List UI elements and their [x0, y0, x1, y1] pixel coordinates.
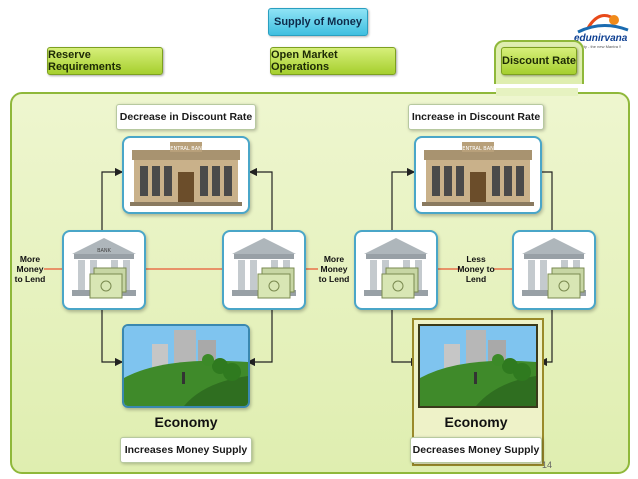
central-bank-sign: CENTRAL BANK — [167, 146, 206, 152]
central-bank-icon: CENTRAL BANK — [422, 142, 534, 206]
tab-open-market-operations[interactable]: Open Market Operations — [270, 47, 396, 75]
left-side-label-a: More Money to Lend — [14, 254, 46, 284]
central-bank-tile-right: CENTRAL BANK — [414, 136, 542, 214]
central-bank-tile-left: CENTRAL BANK — [122, 136, 250, 214]
bank-icon — [232, 238, 296, 299]
central-bank-sign: CENTRAL BANK — [459, 146, 498, 152]
page-title: Supply of Money — [268, 8, 368, 36]
tab-discount-rate[interactable]: Discount Rate — [501, 47, 577, 75]
logo-icon — [577, 14, 629, 34]
logo-name: edunirvana — [574, 33, 628, 44]
arrow-left-up — [101, 167, 124, 230]
logo: edunirvana Simplicity - the new Mantra !… — [570, 6, 634, 50]
right-title: Increase in Discount Rate — [408, 104, 544, 130]
logo-tagline: Simplicity - the new Mantra !! — [570, 44, 622, 49]
left-economy-label: Economy — [154, 414, 218, 430]
economy-scene-icon — [124, 326, 248, 406]
bank-tile-right-1 — [354, 230, 438, 310]
tab-panel-join — [496, 88, 578, 96]
arrow-right-diagram-right-down — [538, 306, 553, 367]
bank-icon: BANK — [72, 238, 136, 299]
bank-tile-left-1: BANK — [62, 230, 146, 310]
bank-sign: BANK — [97, 248, 112, 254]
arrow-right-up — [248, 167, 273, 230]
right-economy-label: Economy — [444, 414, 508, 430]
economy-image-left — [122, 324, 250, 408]
right-side-label: Less Money to Lend — [457, 254, 495, 284]
economy-scene-icon — [420, 326, 536, 406]
left-title: Decrease in Discount Rate — [116, 104, 256, 130]
arrow-left-down — [101, 306, 124, 367]
page-number: 14 — [542, 460, 553, 470]
arrow-right-diagram-left-up — [391, 167, 416, 230]
right-result: Decreases Money Supply — [410, 437, 542, 463]
left-result: Increases Money Supply — [120, 437, 252, 463]
bank-tile-right-2 — [512, 230, 596, 310]
arrow-right-diagram-left-down — [391, 306, 420, 367]
bank-icon — [364, 238, 428, 299]
tab-reserve-requirements[interactable]: Reserve Requirements — [47, 47, 163, 75]
arrow-right-down — [246, 306, 273, 367]
bank-icon — [522, 238, 586, 299]
central-bank-icon: CENTRAL BANK — [130, 142, 242, 206]
left-side-label-b: More Money to Lend — [318, 254, 350, 284]
economy-image-right — [418, 324, 538, 408]
bank-tile-left-2 — [222, 230, 306, 310]
